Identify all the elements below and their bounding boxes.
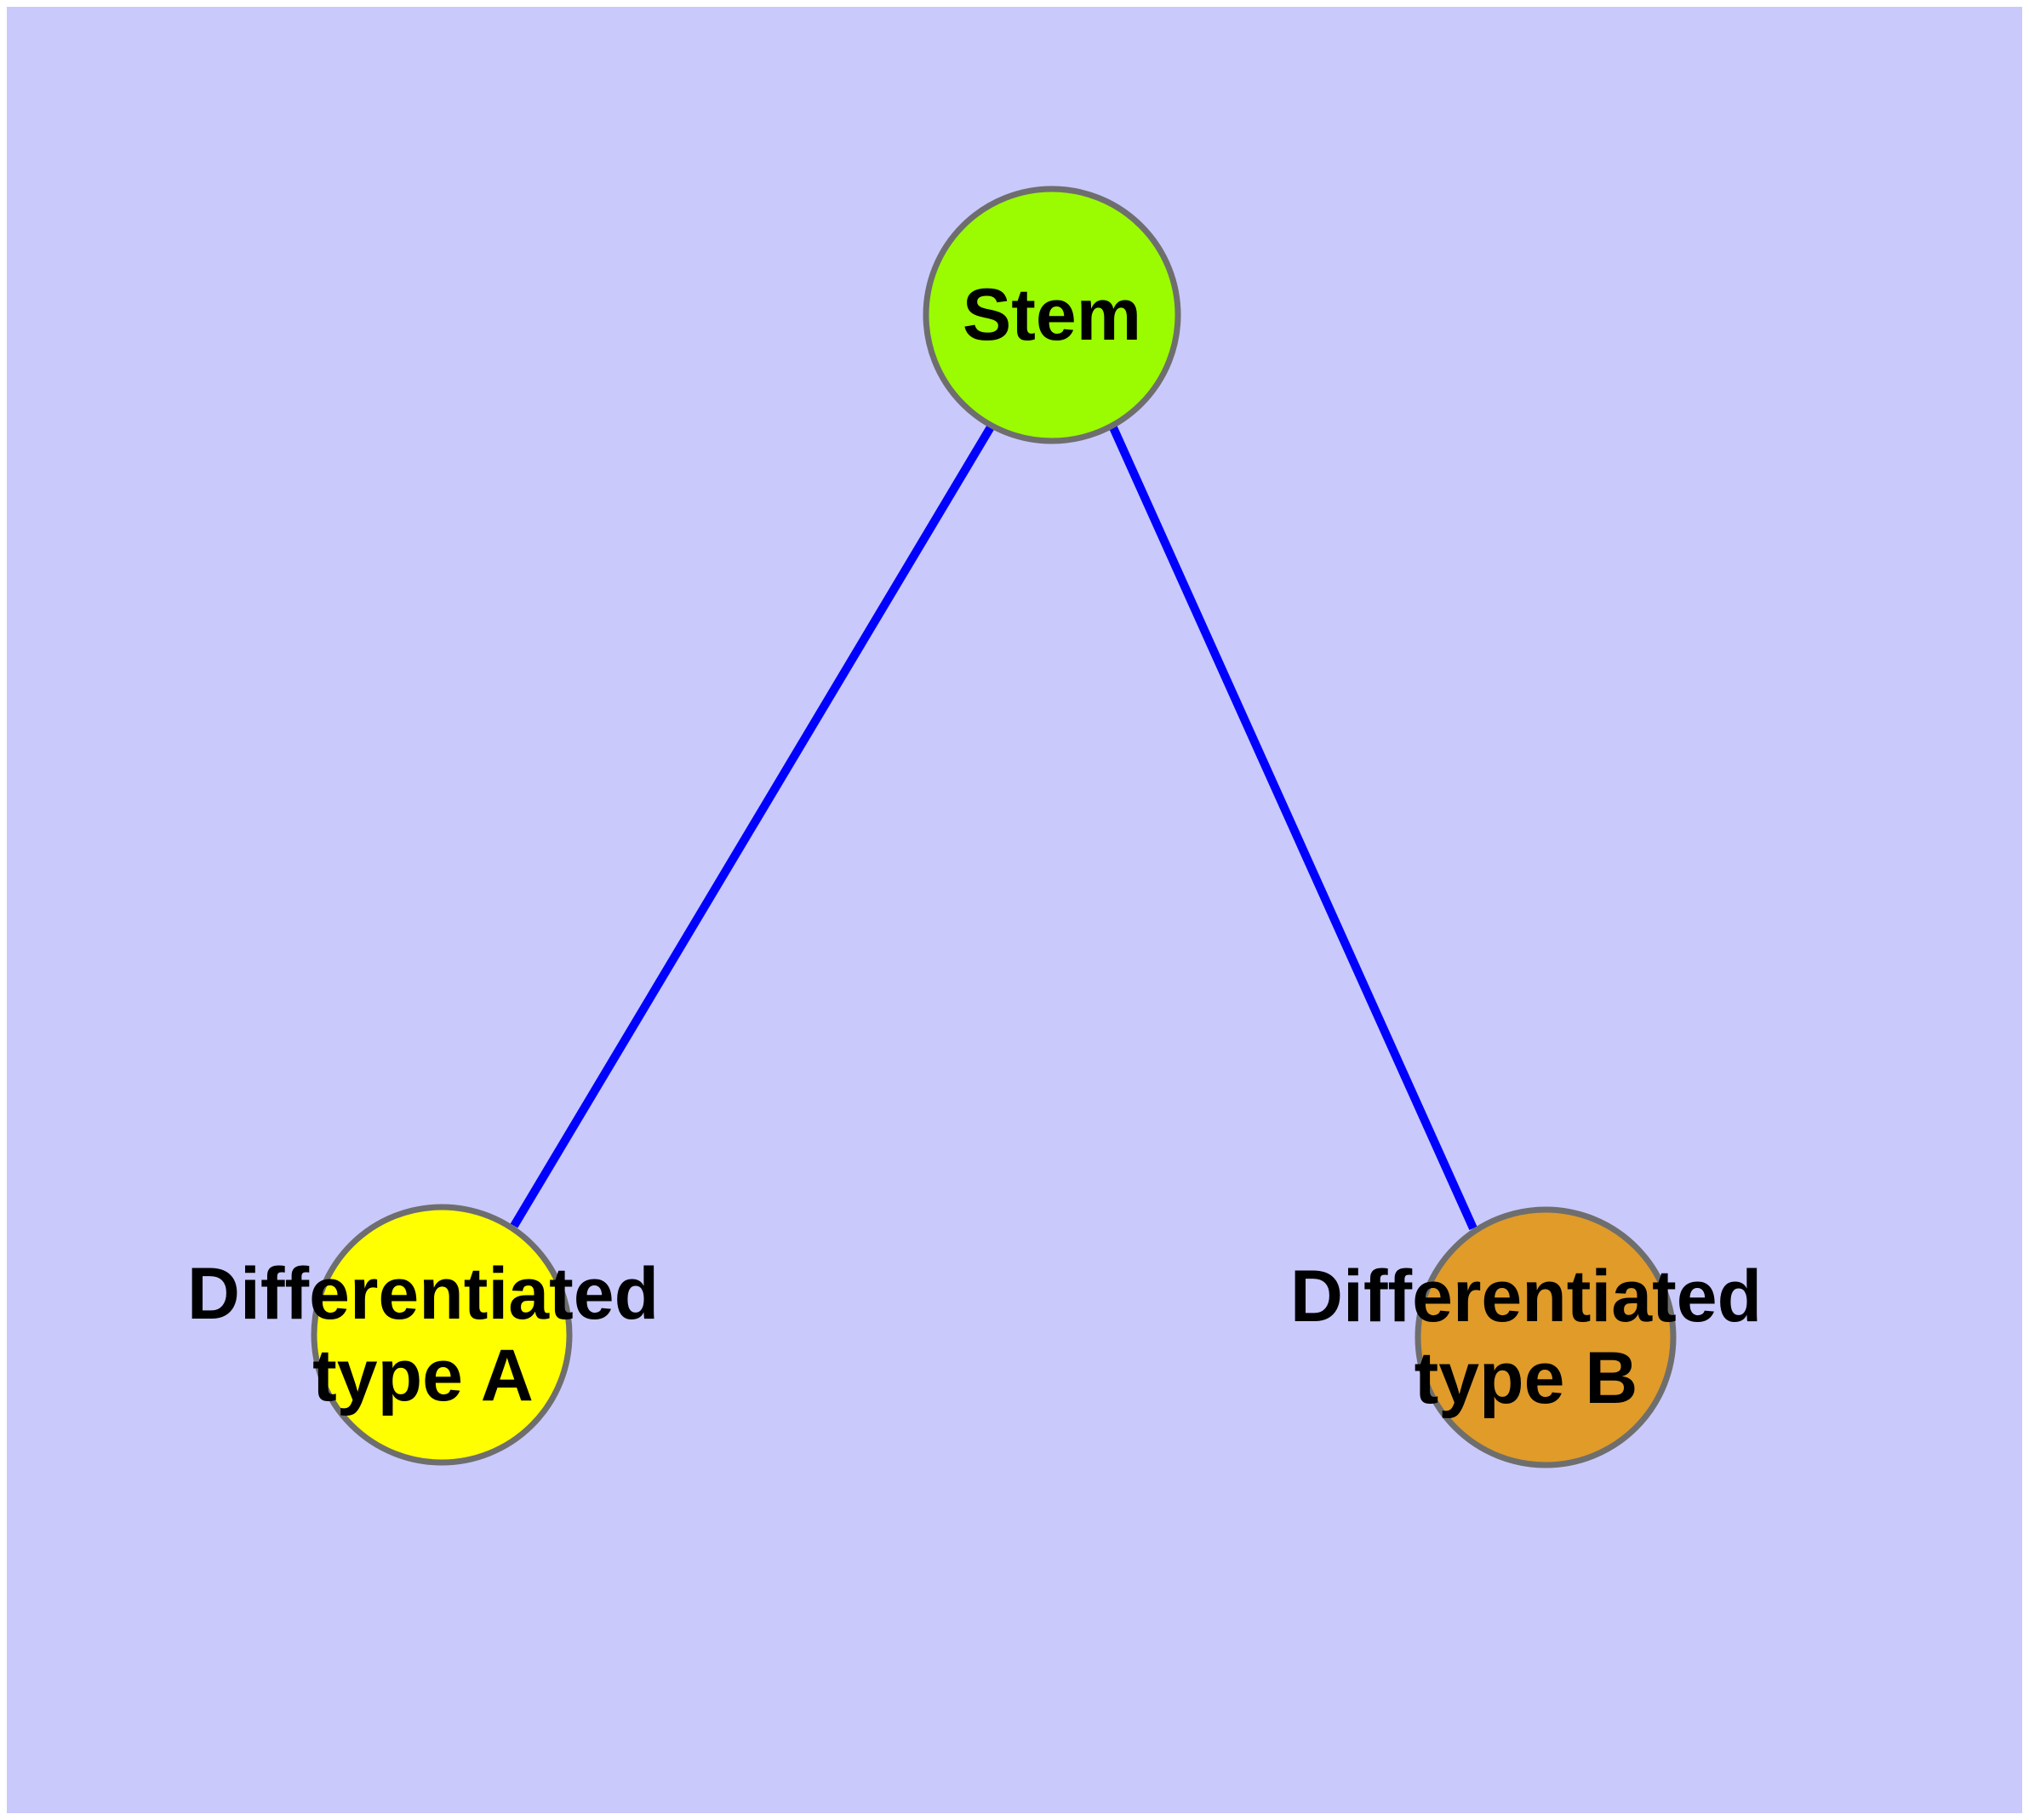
graph-node-diff_a[interactable] [311,1204,573,1466]
nodes-layer [311,186,1677,1468]
graph-node-stem[interactable] [923,186,1181,444]
graph-node-label-line: type B [1415,1337,1638,1419]
graph-edge-stem-diff_a[interactable] [510,423,996,1228]
graph-node-label-line: Differentiated [1290,1256,1762,1337]
graph-node-label-line: type A [312,1335,534,1417]
graph-edge-stem-diff_b[interactable] [1108,423,1477,1231]
graph-node-label-stem: Stem [963,274,1141,356]
edges-layer [510,423,1477,1231]
graph-node-label-line: Stem [963,274,1141,356]
graph-node-diff_b[interactable] [1415,1206,1677,1468]
graph-node-label-line: Differentiated [187,1253,659,1335]
